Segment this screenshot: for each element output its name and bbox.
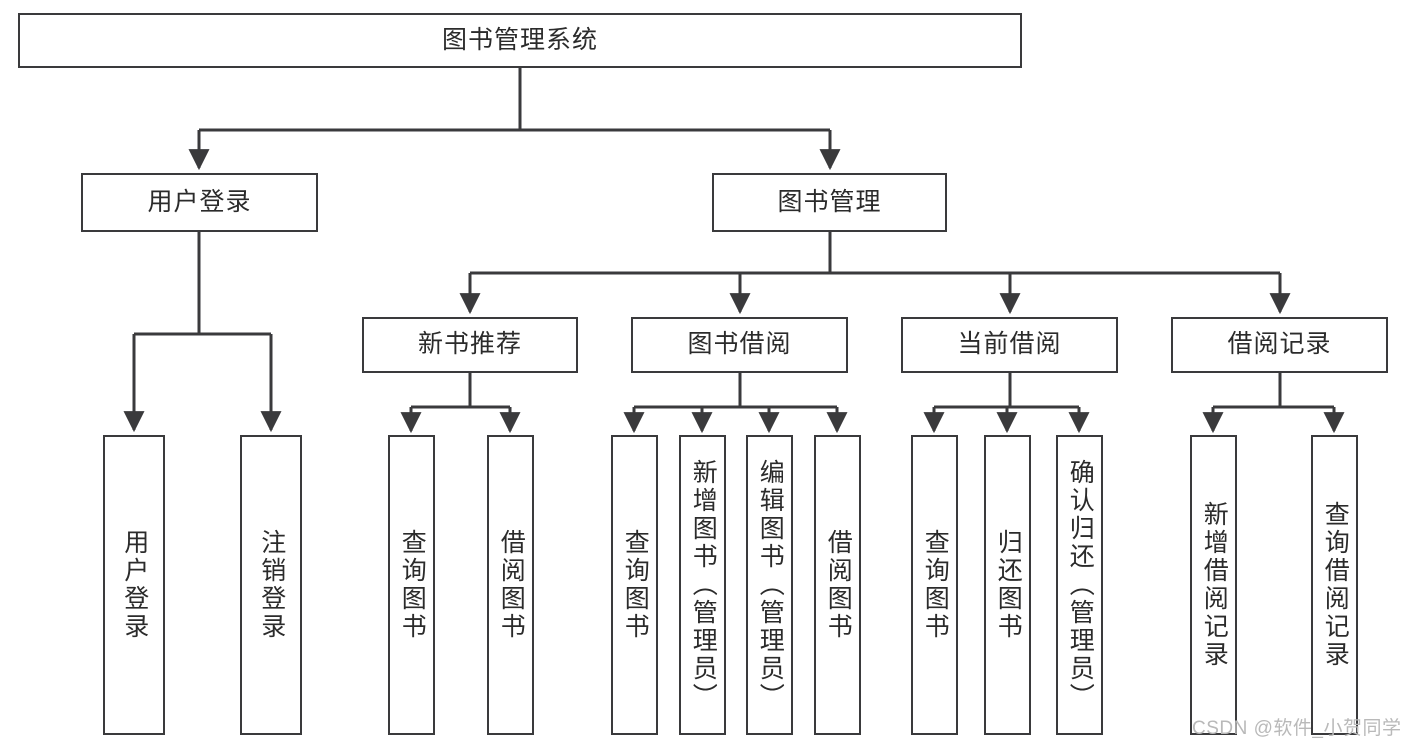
leaf-borrow-edit-book[interactable]: 编辑图书（管理员） xyxy=(746,435,793,735)
leaf-current-query-book[interactable]: 查询图书 xyxy=(911,435,958,735)
leaf-record-add[interactable]: 新增借阅记录 xyxy=(1190,435,1237,735)
leaf-user-logout-label: 注销登录 xyxy=(257,529,286,641)
node-new-book-recommend[interactable]: 新书推荐 xyxy=(362,317,578,373)
leaf-user-login[interactable]: 用户登录 xyxy=(103,435,165,735)
node-root-label: 图书管理系统 xyxy=(441,25,598,54)
leaf-borrow-edit-book-label: 编辑图书（管理员） xyxy=(756,459,785,711)
leaf-current-return-book-label: 归还图书 xyxy=(994,529,1023,641)
leaf-current-confirm-return[interactable]: 确认归还（管理员） xyxy=(1056,435,1103,735)
node-root[interactable]: 图书管理系统 xyxy=(18,13,1022,68)
leaf-current-return-book[interactable]: 归还图书 xyxy=(984,435,1031,735)
node-new-book-recommend-label: 新书推荐 xyxy=(417,330,522,359)
node-user-login[interactable]: 用户登录 xyxy=(81,173,318,232)
node-current-borrow[interactable]: 当前借阅 xyxy=(901,317,1118,373)
node-user-login-label: 用户登录 xyxy=(147,187,252,216)
node-current-borrow-label: 当前借阅 xyxy=(957,330,1062,359)
leaf-borrow-add-book-label: 新增图书（管理员） xyxy=(689,459,718,711)
node-book-borrow[interactable]: 图书借阅 xyxy=(631,317,848,373)
leaf-new-book-borrow-label: 借阅图书 xyxy=(497,529,526,641)
leaf-record-query-label: 查询借阅记录 xyxy=(1321,501,1350,669)
leaf-borrow-query-book-label: 查询图书 xyxy=(621,529,650,641)
leaf-borrow-borrow-book[interactable]: 借阅图书 xyxy=(814,435,861,735)
watermark: CSDN @软件_小贺同学 xyxy=(1192,718,1402,739)
leaf-record-query[interactable]: 查询借阅记录 xyxy=(1311,435,1358,735)
leaf-borrow-query-book[interactable]: 查询图书 xyxy=(611,435,658,735)
leaf-user-login-label: 用户登录 xyxy=(120,529,149,641)
leaf-user-logout[interactable]: 注销登录 xyxy=(240,435,302,735)
node-borrow-record-label: 借阅记录 xyxy=(1227,330,1332,359)
leaf-current-confirm-return-label: 确认归还（管理员） xyxy=(1066,459,1095,711)
leaf-borrow-borrow-book-label: 借阅图书 xyxy=(824,529,853,641)
node-book-management-label: 图书管理 xyxy=(777,187,882,216)
node-book-borrow-label: 图书借阅 xyxy=(687,330,792,359)
leaf-new-book-query[interactable]: 查询图书 xyxy=(388,435,435,735)
leaf-current-query-book-label: 查询图书 xyxy=(921,529,950,641)
leaf-borrow-add-book[interactable]: 新增图书（管理员） xyxy=(679,435,726,735)
node-borrow-record[interactable]: 借阅记录 xyxy=(1171,317,1388,373)
leaf-record-add-label: 新增借阅记录 xyxy=(1200,501,1229,669)
node-book-management[interactable]: 图书管理 xyxy=(712,173,947,232)
leaf-new-book-query-label: 查询图书 xyxy=(398,529,427,641)
leaf-new-book-borrow[interactable]: 借阅图书 xyxy=(487,435,534,735)
